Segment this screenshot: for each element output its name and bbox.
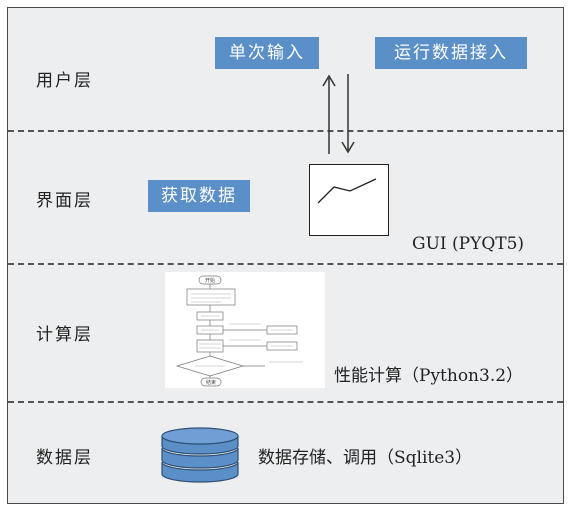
flow-process-1 xyxy=(186,288,236,306)
flow-process-5 xyxy=(196,339,224,353)
separator-interface-compute xyxy=(8,263,563,265)
architecture-frame xyxy=(7,7,564,504)
gui-window-icon xyxy=(309,164,389,236)
data-caption: 数据存储、调用（Sqlite3） xyxy=(258,448,473,468)
flow-end-text: 结束 xyxy=(206,379,216,386)
flow-start-text: 开始 xyxy=(205,277,215,284)
compute-caption: 性能计算（Python3.2） xyxy=(334,366,524,386)
layer-label-user: 用户层 xyxy=(36,71,93,91)
up-arrow-head xyxy=(322,74,336,87)
flow-end-node xyxy=(200,377,222,387)
layer-label-compute: 计算层 xyxy=(36,325,93,345)
gui-label: GUI (PYQT5) xyxy=(412,234,525,254)
layer-label-interface: 界面层 xyxy=(36,191,93,211)
flowchart-drawing: 开始 结束 xyxy=(175,275,303,387)
run-data-access-box: 运行数据接入 xyxy=(375,37,527,69)
layer-label-data: 数据层 xyxy=(36,448,93,468)
database-icon xyxy=(161,427,239,483)
get-data-box: 获取数据 xyxy=(148,180,250,212)
separator-compute-data xyxy=(8,401,563,403)
single-input-box: 单次输入 xyxy=(215,37,319,69)
flowchart-image: 开始 结束 xyxy=(165,272,325,388)
separator-user-interface xyxy=(8,130,563,132)
down-arrow-head xyxy=(341,141,355,154)
line-chart-icon xyxy=(317,178,377,204)
